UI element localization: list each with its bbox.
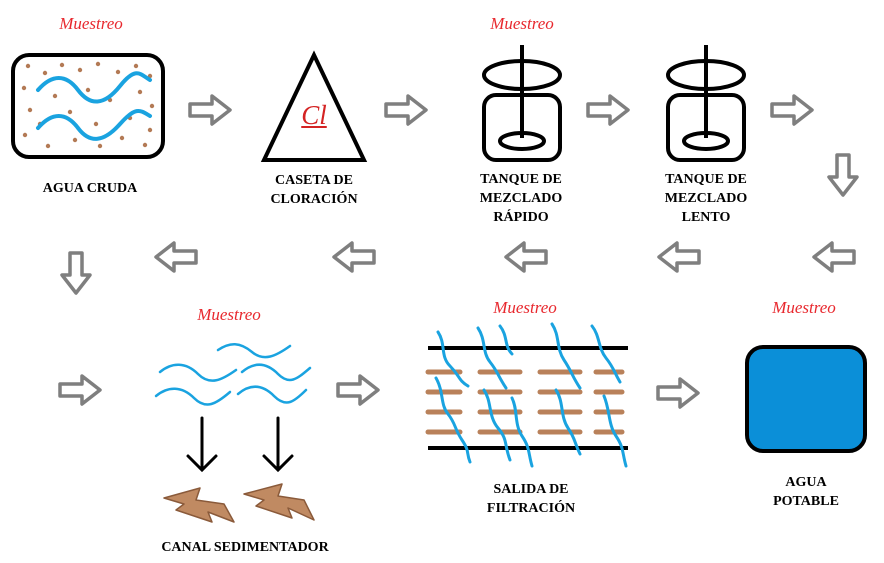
chlorine-symbol: Cl bbox=[301, 100, 327, 130]
label-filtration: SALIDA DE FILTRACIÓN bbox=[486, 482, 576, 516]
flow-arrow-left bbox=[812, 241, 856, 273]
flow-arrow-right bbox=[188, 94, 232, 126]
flow-arrow-left bbox=[504, 241, 548, 273]
flow-arrow-right bbox=[586, 94, 630, 126]
sample-label-sedimentation: Muestreo bbox=[197, 305, 261, 324]
flow-arrow-down bbox=[827, 153, 859, 197]
sample-label-rapid-mix: Muestreo bbox=[490, 14, 554, 33]
flow-arrow-right bbox=[770, 94, 814, 126]
slow-mix-tank bbox=[666, 45, 746, 162]
flow-arrow-left bbox=[332, 241, 376, 273]
label-slow-mix: TANQUE DE MEZCLADO LENTO bbox=[664, 172, 748, 225]
label-chlorination-booth: CASETA DE CLORACIÓN bbox=[270, 173, 358, 207]
filtration-unit bbox=[425, 322, 628, 468]
flow-arrow-down bbox=[60, 251, 92, 295]
flow-arrow-right bbox=[384, 94, 428, 126]
sedimentation-channel bbox=[154, 343, 315, 523]
label-potable-water: AGUA POTABLE bbox=[773, 475, 839, 509]
sample-label-potable: Muestreo bbox=[772, 298, 836, 317]
label-raw-water: AGUA CRUDA bbox=[42, 181, 138, 196]
flow-arrow-right bbox=[656, 377, 700, 409]
raw-water-tank bbox=[11, 53, 165, 159]
potable-water-tank bbox=[745, 345, 867, 453]
flow-arrow-left bbox=[154, 241, 198, 273]
chlorination-booth-triangle bbox=[260, 50, 368, 162]
label-sedimentation: CANAL SEDIMENTADOR bbox=[161, 540, 329, 555]
rapid-mix-tank bbox=[482, 45, 562, 162]
sample-label-raw-water: Muestreo bbox=[59, 14, 123, 33]
flow-arrow-right bbox=[58, 374, 102, 406]
flow-arrow-right bbox=[336, 374, 380, 406]
flow-arrow-left bbox=[657, 241, 701, 273]
label-rapid-mix: TANQUE DE MEZCLADO RÁPIDO bbox=[479, 172, 563, 225]
sample-label-filtration: Muestreo bbox=[493, 298, 557, 317]
